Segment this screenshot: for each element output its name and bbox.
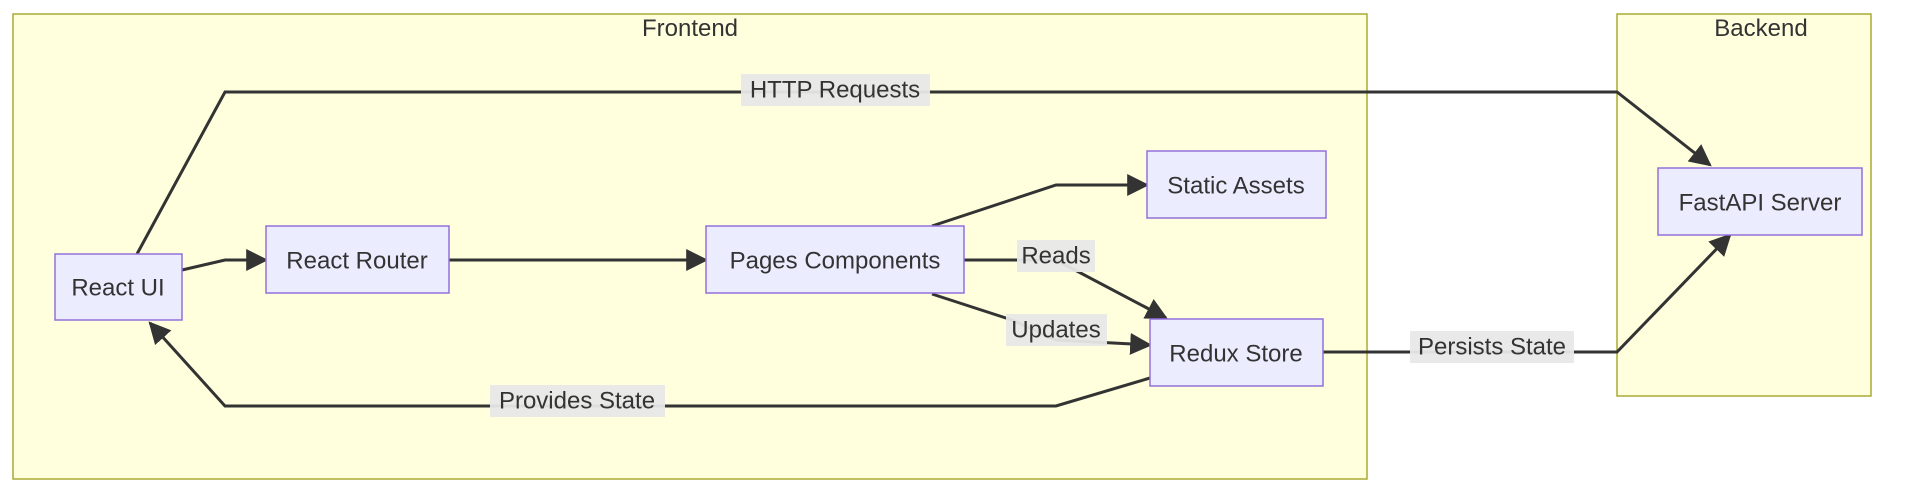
node-pages-components-label: Pages Components xyxy=(730,247,941,274)
edge-label-reads: Reads xyxy=(1017,240,1095,272)
cluster-frontend-label: Frontend xyxy=(642,15,738,42)
node-static-assets[interactable]: Static Assets xyxy=(1146,150,1327,219)
node-react-router[interactable]: React Router xyxy=(265,225,450,294)
node-redux-store[interactable]: Redux Store xyxy=(1149,318,1324,387)
node-pages-components[interactable]: Pages Components xyxy=(705,225,965,294)
edge-label-persists-state-text: Persists State xyxy=(1418,333,1566,360)
edge-ui-to-router xyxy=(181,249,269,272)
edge-label-provides-state: Provides State xyxy=(490,385,665,417)
node-redux-store-box[interactable] xyxy=(1149,318,1324,387)
cluster-backend-label: Backend xyxy=(1714,15,1807,42)
cluster-frontend-box xyxy=(12,13,1368,480)
edge-label-persists-state: Persists State xyxy=(1410,331,1574,363)
cluster-frontend: Frontend xyxy=(12,13,1368,480)
node-fastapi-server-label: FastAPI Server xyxy=(1679,189,1842,216)
node-react-ui-label: React UI xyxy=(71,274,164,301)
edge-label-http-requests-text: HTTP Requests xyxy=(750,76,920,103)
node-static-assets-label: Static Assets xyxy=(1167,172,1304,199)
node-react-ui[interactable]: React UI xyxy=(54,253,183,321)
node-fastapi-server-box[interactable] xyxy=(1657,167,1863,236)
node-fastapi-server[interactable]: FastAPI Server xyxy=(1657,167,1863,236)
edge-label-updates-text: Updates xyxy=(1011,316,1100,343)
edge-pages-to-assets xyxy=(931,174,1150,228)
edge-label-http-requests: HTTP Requests xyxy=(741,74,930,106)
node-react-router-box[interactable] xyxy=(265,225,450,294)
edge-label-updates: Updates xyxy=(1006,314,1107,346)
node-react-ui-box[interactable] xyxy=(54,253,183,321)
edge-label-provides-state-text: Provides State xyxy=(499,387,655,414)
node-pages-components-box[interactable] xyxy=(705,225,965,294)
edge-label-reads-text: Reads xyxy=(1021,242,1090,269)
node-static-assets-box[interactable] xyxy=(1146,150,1327,219)
node-react-router-label: React Router xyxy=(286,247,427,274)
node-redux-store-label: Redux Store xyxy=(1169,340,1302,367)
